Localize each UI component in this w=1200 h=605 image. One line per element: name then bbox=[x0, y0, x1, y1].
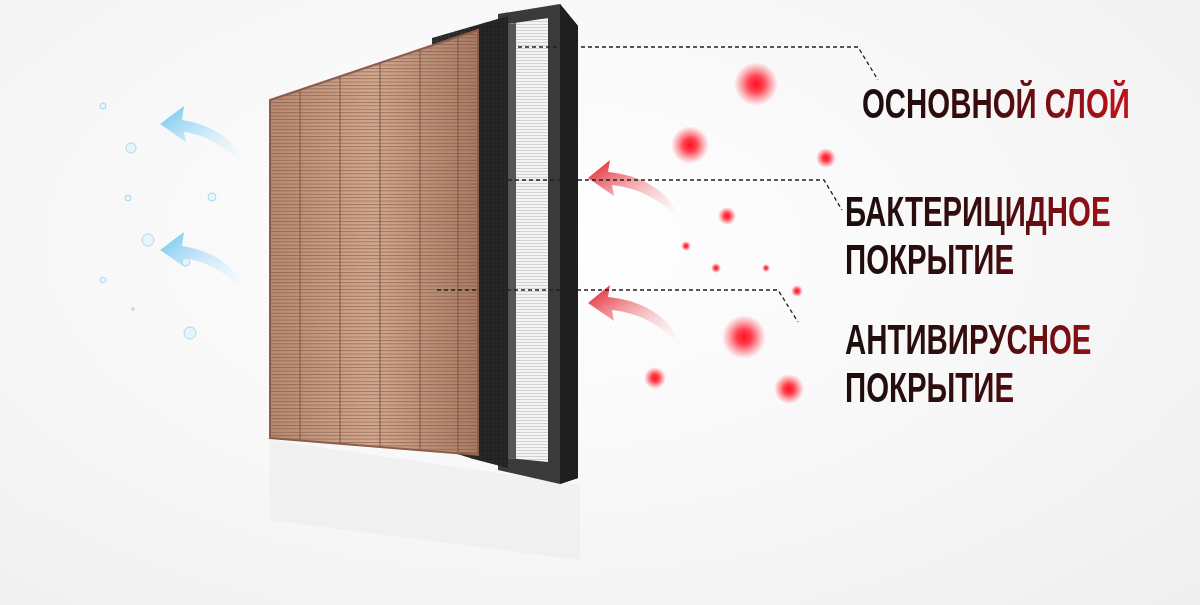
layer-label: БАКТЕРИЦИДНОЕ ПОКРЫТИЕ bbox=[845, 188, 1153, 284]
layer-label: АНТИВИРУСНОЕ ПОКРЫТИЕ bbox=[845, 316, 1153, 412]
layer-label: ОСНОВНОЙ СЛОЙ bbox=[862, 80, 1130, 128]
